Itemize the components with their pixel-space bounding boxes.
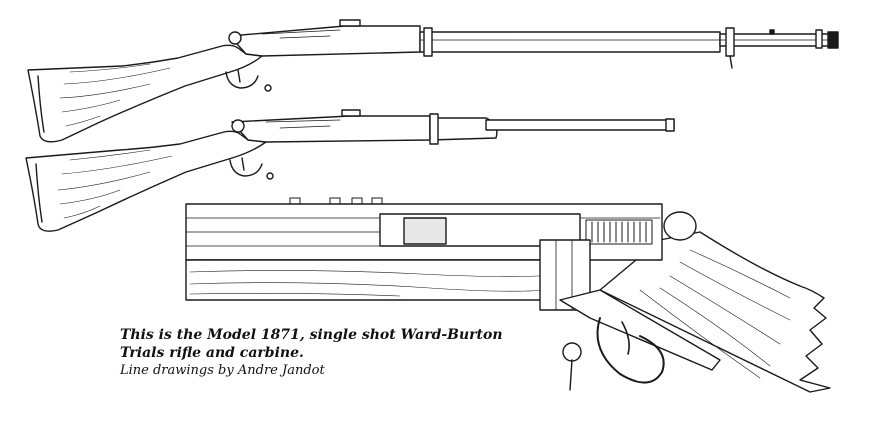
carbine-stock xyxy=(25,130,267,232)
cutaway-sight-steps xyxy=(289,197,383,205)
caption-line-1: This is the Model 1871, single shot Ward… xyxy=(120,327,503,343)
carbine-stock-inner-line xyxy=(35,163,43,223)
cutaway-stock-grain xyxy=(639,249,791,379)
rifle-drawing xyxy=(27,19,839,143)
caption-credit: Line drawings by Andre Jandot xyxy=(120,363,325,378)
rifle-sling-swivel xyxy=(729,55,733,69)
cutaway-cutoff-lever xyxy=(569,359,573,391)
cutaway-trigger-guard xyxy=(596,317,665,384)
carbine-sling-loop xyxy=(266,172,274,180)
cutaway-cocking-knob xyxy=(663,211,697,241)
carbine-bolt-knob xyxy=(231,119,245,133)
carbine-barrel xyxy=(485,119,675,131)
carbine-trigger-guard xyxy=(229,159,263,177)
cutaway-bolt-head xyxy=(403,217,447,245)
carbine-receiver-detail xyxy=(265,119,341,129)
rifle-stock-grain xyxy=(59,63,171,127)
rifle-sling-loop xyxy=(264,84,272,92)
rifle-stock-inner-line xyxy=(37,75,45,133)
carbine-stock-grain xyxy=(57,149,173,219)
cutaway-cutoff-knob xyxy=(562,342,582,362)
carbine-rear-sight xyxy=(341,109,361,117)
carbine-band xyxy=(429,113,439,145)
rifle-rear-sight xyxy=(339,19,361,27)
rifle-front-sight xyxy=(769,29,775,35)
action-cutaway-drawing xyxy=(185,197,831,393)
rifle-muzzle xyxy=(827,31,839,49)
rifle-forestock xyxy=(419,31,721,53)
rifle-stock xyxy=(27,44,263,143)
rifle-band-1 xyxy=(423,27,433,57)
cutaway-trigger xyxy=(621,321,630,355)
cutaway-lower-tang xyxy=(559,289,721,371)
rifle-trigger xyxy=(237,69,241,83)
rifle-receiver-detail xyxy=(261,29,341,39)
cutaway-spring xyxy=(585,219,653,245)
rifle-band-2 xyxy=(725,27,735,57)
carbine-drawing xyxy=(25,109,675,232)
cutaway-forend xyxy=(185,259,587,301)
figure-caption: This is the Model 1871, single shot Ward… xyxy=(120,326,520,379)
carbine-muzzle xyxy=(665,118,675,132)
rifle-bolt-knob xyxy=(228,31,242,45)
carbine-trigger xyxy=(241,157,245,171)
caption-line-2: Trials rifle and carbine. xyxy=(120,345,304,361)
rifle-trigger-guard xyxy=(225,71,259,89)
cutaway-stock xyxy=(599,231,831,393)
rifle-bayonet-lug xyxy=(815,29,823,49)
